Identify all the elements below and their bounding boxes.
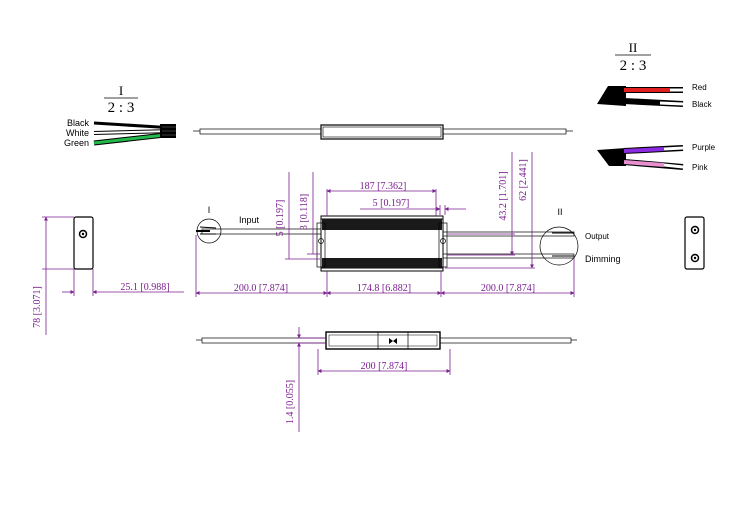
dim-bottom-thickness: 1.4 [0.055] bbox=[285, 380, 296, 424]
detail-2-ratio: 2 : 3 bbox=[620, 58, 647, 74]
input-label: Input bbox=[239, 215, 260, 225]
bottom-view bbox=[196, 331, 577, 350]
wire-label-green: Green bbox=[64, 138, 89, 148]
callout-label-2: II bbox=[557, 207, 562, 217]
wire-label-purple: Purple bbox=[692, 143, 716, 152]
wire-label-pink: Pink bbox=[692, 163, 709, 172]
dim-mount-offset: 5 [0.197] bbox=[373, 198, 410, 209]
detail-1-ratio: 2 : 3 bbox=[108, 100, 135, 116]
dim-height-3: 3 [0.118] bbox=[299, 194, 310, 230]
dim-bottom-length: 200 [7.874] bbox=[361, 361, 408, 372]
detail-2-roman: II bbox=[629, 40, 638, 55]
wire-label-red: Red bbox=[692, 83, 707, 92]
detail-1: I 2 : 3 Black White Green bbox=[64, 83, 176, 148]
front-view: I II Input Output Dimming bbox=[196, 205, 621, 272]
dim-side-width: 25.1 [0.988] bbox=[120, 282, 169, 293]
dim-height-43: 43.2 [1.701] bbox=[498, 171, 509, 220]
side-view-left bbox=[73, 216, 94, 270]
dim-body-center: 174.8 [6.882] bbox=[357, 283, 411, 294]
top-view bbox=[193, 124, 573, 140]
detail-2: II 2 : 3 Red Black Purple Pink bbox=[597, 40, 716, 172]
wire-label-white: White bbox=[66, 128, 89, 138]
side-view-right bbox=[684, 216, 705, 270]
output-label: Output bbox=[585, 232, 610, 241]
dim-body-length: 187 [7.362] bbox=[360, 181, 407, 192]
wire-label-black-output: Black bbox=[692, 100, 713, 109]
dim-input-cable: 200.0 [7.874] bbox=[234, 283, 288, 294]
wire-label-black: Black bbox=[67, 118, 90, 128]
dim-output-cable: 200.0 [7.874] bbox=[481, 283, 535, 294]
dim-height-62: 62 [2.441] bbox=[518, 159, 529, 201]
dim-height-5: 5 [0.197] bbox=[275, 200, 286, 237]
detail-1-roman: I bbox=[119, 83, 123, 98]
callout-label-1: I bbox=[208, 205, 211, 215]
dimming-label: Dimming bbox=[585, 254, 621, 264]
dimensions: 187 [7.362] 5 [0.197] 5 [0.197] 3 [0.118… bbox=[32, 152, 575, 432]
dim-side-height: 78 [3.071] bbox=[32, 286, 43, 328]
